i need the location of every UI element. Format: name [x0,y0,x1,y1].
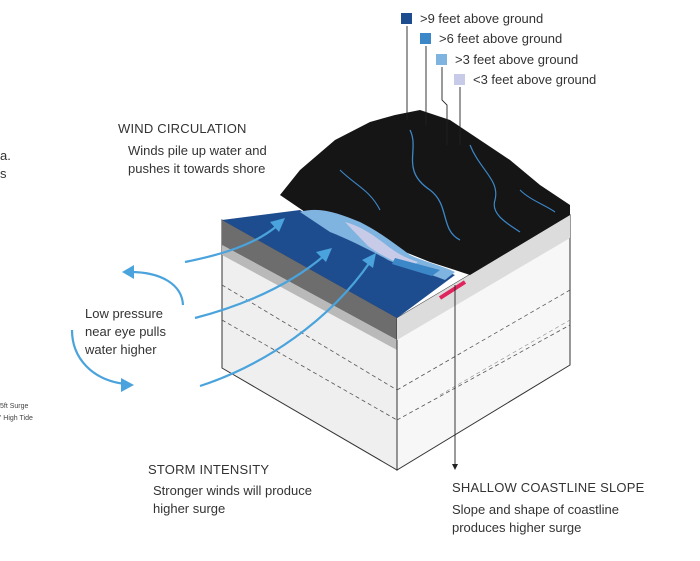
shallow-slope-line-2: produces higher surge [452,520,582,535]
legend-label-2: >6 feet above ground [439,31,563,46]
wind-arrowhead-2 [316,248,332,262]
flood-zone-deep [392,258,440,276]
river-1 [409,129,461,241]
wind-arrowhead-3 [362,253,376,268]
wind-arrow-3 [199,261,371,388]
low-pressure-line-2: near eye pulls [85,324,166,339]
flood-zone-mid [345,222,418,268]
legend-label-1: >9 feet above ground [420,11,544,26]
legend-item-1: >9 feet above ground [401,11,543,26]
storm-intensity-line-2: higher surge [153,501,226,516]
legend-item-3: >3 feet above ground [436,52,578,67]
terrain-surface [280,110,570,275]
block-left-water-layer [222,220,397,340]
wind-arrow-2 [194,254,326,320]
strata-line-left-2 [221,319,398,421]
river-3 [339,169,381,211]
edge-fragment-top-a: a. [0,148,11,163]
storm-intensity-heading: STORM INTENSITY [148,462,270,477]
coastline-highlight [438,280,467,300]
block-right-land-layer [397,215,570,340]
low-pressure-arrowhead-bottom [121,378,134,392]
edge-fragment-bottom-b: ' High Tide [0,415,33,422]
wind-arrow-1 [184,224,279,264]
edge-fragment-bottom-a: 5ft Surge [0,403,29,410]
strata-line-right-1 [396,289,571,391]
storm-intensity-line-1: Stronger winds will produce [153,483,312,498]
wind-circulation-line-1: Winds pile up water and [128,143,267,158]
legend-swatch-1 [401,13,412,24]
ocean-surface [222,210,455,318]
legend-swatch-2 [420,33,431,44]
low-pressure-arc-bottom [70,329,126,386]
wind-circulation-line-2: pushes it towards shore [128,161,266,176]
low-pressure-arrowhead-top [122,265,134,279]
legend-label-4: <3 feet above ground [473,72,597,87]
strata-line-left-1 [221,284,398,391]
slope-pointer-arrowhead [452,464,458,470]
low-pressure-line-3: water higher [85,342,157,357]
block-left-sublayer [222,245,397,350]
low-pressure-arc-top [129,270,185,306]
edge-fragment-top-b: s [0,166,7,181]
legend-item-4: <3 feet above ground [454,72,596,87]
legend-item-2: >6 feet above ground [420,31,562,46]
legend-swatch-4 [454,74,465,85]
low-pressure-line-1: Low pressure [85,306,164,321]
shallow-slope-heading: SHALLOW COASTLINE SLOPE [452,480,645,495]
shallow-slope-line-1: Slope and shape of coastline [452,502,619,517]
legend-swatch-3 [436,54,447,65]
legend-leader-3 [441,67,448,145]
wind-arrowhead-1 [270,218,285,232]
strata-line-right-2 [396,324,571,421]
wind-circulation-heading: WIND CIRCULATION [118,121,247,136]
river-2 [469,144,521,233]
legend-label-3: >3 feet above ground [455,52,579,67]
wind-arrows [184,224,371,388]
river-4 [519,189,556,213]
